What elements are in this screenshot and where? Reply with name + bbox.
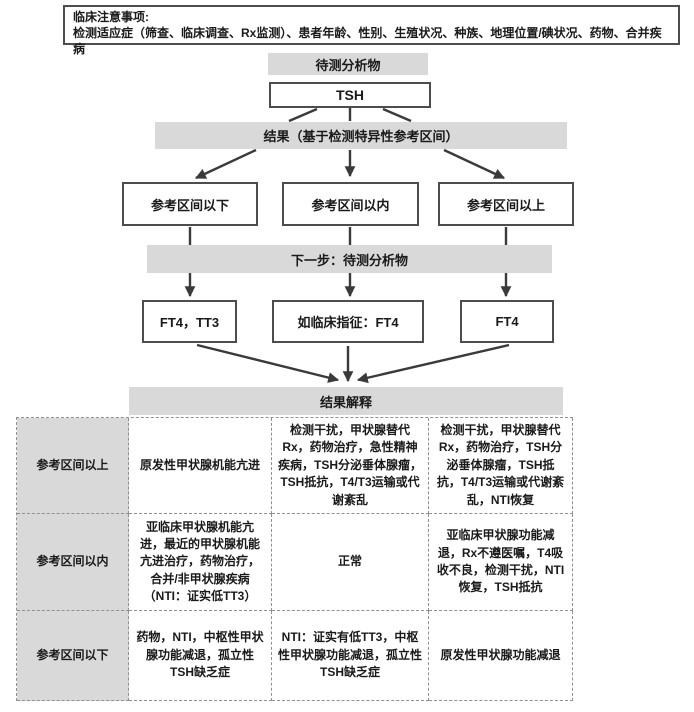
table-row-header-above-range: 参考区间以上 [17,418,129,514]
interpretation-band: 结果解释 [129,387,563,415]
analyte-band: 待测分析物 [268,53,428,75]
table-cell: 亚临床甲状腺机能亢进，最近的甲状腺机能亢进治疗，药物治疗，合并/非甲状腺疾病（N… [129,514,272,611]
table-row-header-within-range: 参考区间以内 [17,514,129,611]
next-analyte-ft4-tt3-box: FT4，TT3 [142,300,237,343]
branch-below-reference-box: 参考区间以下 [122,182,258,226]
table-cell: 正常 [272,514,429,611]
table-cell: NTI：证实有低TT3，中枢性甲状腺功能减退，孤立性TSH缺乏症 [272,611,429,701]
table-cell: 原发性甲状腺机能亢进 [129,418,272,514]
table-cell: 检测干扰，甲状腺替代Rx，药物治疗，急性精神疾病，TSH分泌垂体腺瘤，TSH抵抗… [272,418,429,514]
table-cell: 亚临床甲状腺功能减退，Rx不遵医嘱，T4吸收不良，检测干扰，NTI恢复，TSH抵… [429,514,573,611]
next-analyte-ft4-box: FT4 [460,300,554,343]
analyte-tsh-box: TSH [269,82,431,108]
table-cell: 检测干扰，甲状腺替代Rx，药物治疗，TSH分泌垂体腺瘤，TSH抵抗，T4/T3运… [429,418,573,514]
table-cell: 药物，NTI，中枢性甲状腺功能减退，孤立性TSH缺乏症 [129,611,272,701]
branch-above-reference-box: 参考区间以上 [438,182,574,226]
next-step-band: 下一步：待测分析物 [147,245,552,273]
branch-within-reference-box: 参考区间以内 [282,182,419,226]
table-cell: 原发性甲状腺功能减退 [429,611,573,701]
next-analyte-if-indicated-ft4-box: 如临床指征：FT4 [272,300,424,343]
interpretation-table: 参考区间以上 原发性甲状腺机能亢进 检测干扰，甲状腺替代Rx，药物治疗，急性精神… [16,417,573,701]
result-band: 结果（基于检测特异性参考区间） [155,122,567,149]
clinical-notes-body: 检测适应症（筛查、临床调查、Rx监测）、患者年龄、性别、生殖状况、种族、地理位置… [73,26,662,56]
clinical-notes-title: 临床注意事项: [73,10,149,24]
table-row-header-below-range: 参考区间以下 [17,611,129,701]
clinical-notes-box: 临床注意事项: 检测适应症（筛查、临床调查、Rx监测）、患者年龄、性别、生殖状况… [63,5,680,56]
